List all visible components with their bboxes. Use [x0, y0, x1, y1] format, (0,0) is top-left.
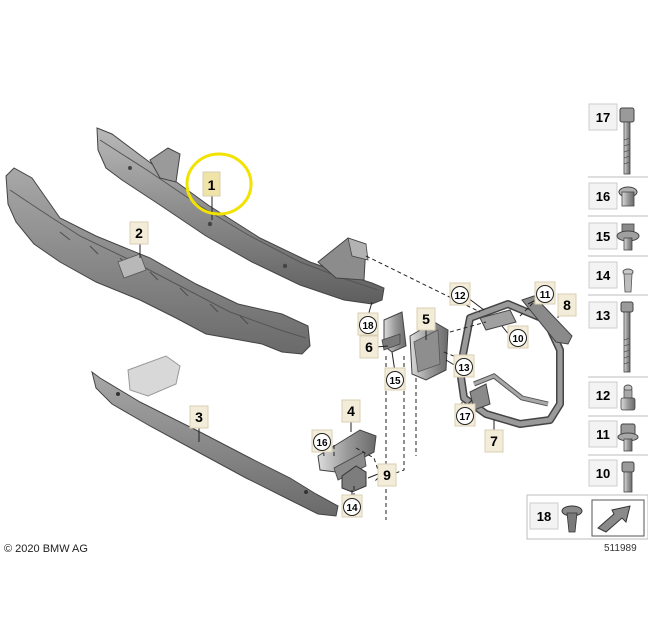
hardware-item-12[interactable]: 12	[588, 381, 636, 411]
strut-part-8[interactable]	[479, 295, 573, 345]
hardware-item-15-label: 15	[596, 229, 610, 244]
long-bolt-icon	[619, 107, 635, 175]
hardware-item-14-label: 14	[596, 268, 611, 283]
circled-callout-14-label: 14	[346, 503, 358, 514]
copyright-text: © 2020 BMW AG	[4, 543, 88, 555]
circled-callout-14[interactable]: 14	[341, 494, 363, 518]
callout-7-label: 7	[490, 433, 498, 449]
hardware-item-10-label: 10	[596, 466, 610, 481]
hardware-item-18[interactable]: 18	[529, 502, 583, 533]
callout-4[interactable]: 4	[341, 399, 361, 423]
clip-part-9[interactable]	[341, 465, 367, 493]
circled-callout-17-label: 17	[459, 412, 471, 423]
hardware-item-15[interactable]: 15	[588, 222, 640, 251]
circled-callout-13[interactable]: 13	[453, 354, 475, 378]
callout-2-label: 2	[135, 225, 143, 241]
hardware-panel: 17 16 15 14	[526, 103, 648, 540]
direction-arrow-icon	[591, 499, 645, 537]
circled-callout-15-left[interactable]: 15	[384, 367, 406, 391]
callout-9-label: 9	[383, 467, 391, 483]
collar-nut-icon	[618, 186, 638, 207]
short-bolt-icon	[621, 461, 635, 493]
hardware-item-10[interactable]: 10	[588, 459, 635, 493]
circled-callout-16-label: 16	[316, 438, 328, 449]
callout-5-label: 5	[422, 311, 430, 327]
callout-2[interactable]: 2	[129, 221, 149, 245]
hardware-item-13[interactable]: 13	[588, 301, 634, 373]
callout-1[interactable]: 1	[202, 171, 221, 197]
callout-5[interactable]: 5	[416, 307, 436, 331]
callout-3-label: 3	[195, 409, 203, 425]
hardware-item-17[interactable]: 17	[588, 103, 635, 175]
callout-8[interactable]: 8	[557, 293, 577, 317]
circled-callout-11-label: 11	[540, 290, 551, 301]
hardware-item-16[interactable]: 16	[588, 182, 638, 210]
circled-callout-13-label: 13	[458, 363, 470, 374]
plastic-rivet-icon	[561, 505, 583, 533]
callout-6-label: 6	[365, 339, 373, 355]
hardware-item-11[interactable]: 11	[588, 420, 639, 452]
long-bolt-icon-13	[620, 301, 634, 373]
energy-absorber-part-2[interactable]	[5, 167, 311, 355]
callout-4-label: 4	[347, 403, 355, 419]
hardware-item-17-label: 17	[596, 110, 610, 125]
hardware-item-11-label: 11	[596, 427, 610, 442]
diagram-number: 511989	[604, 543, 637, 554]
callout-9[interactable]: 9	[377, 463, 397, 487]
hardware-item-13-label: 13	[596, 308, 610, 323]
callout-3[interactable]: 3	[189, 405, 209, 429]
circled-callout-10[interactable]: 10	[507, 325, 529, 349]
circled-callout-18-label: 18	[362, 321, 374, 332]
clip-nut-icon	[620, 384, 636, 411]
circled-callout-18[interactable]: 18	[357, 312, 379, 336]
callout-6[interactable]: 6	[359, 335, 379, 359]
flange-bolt-icon	[617, 423, 639, 452]
bumper-carrier-part-1[interactable]	[96, 127, 385, 305]
circled-callout-16[interactable]: 16	[311, 429, 333, 453]
flange-nut-icon	[616, 223, 640, 251]
hardware-item-14[interactable]: 14	[588, 261, 634, 293]
highlight-ring	[185, 152, 253, 216]
circled-callout-12[interactable]: 12	[449, 282, 471, 306]
callout-1-label: 1	[208, 177, 216, 193]
hardware-item-16-label: 16	[596, 189, 610, 204]
callout-8-label: 8	[563, 297, 571, 313]
callout-7[interactable]: 7	[484, 429, 504, 453]
hardware-item-12-label: 12	[596, 388, 610, 403]
lower-trim-part-3[interactable]	[91, 355, 339, 517]
bracket-part-4[interactable]	[317, 429, 377, 481]
hardware-item-18-label: 18	[537, 509, 551, 524]
circled-callout-10-label: 10	[512, 334, 524, 345]
circled-callout-17[interactable]: 17	[454, 403, 476, 427]
circled-callout-12-label: 12	[454, 291, 466, 302]
bracket-part-5[interactable]	[409, 321, 449, 381]
circled-callout-15-label: 15	[389, 376, 401, 387]
circled-callout-11[interactable]: 11	[534, 281, 556, 305]
expanding-rivet-icon	[622, 268, 634, 293]
